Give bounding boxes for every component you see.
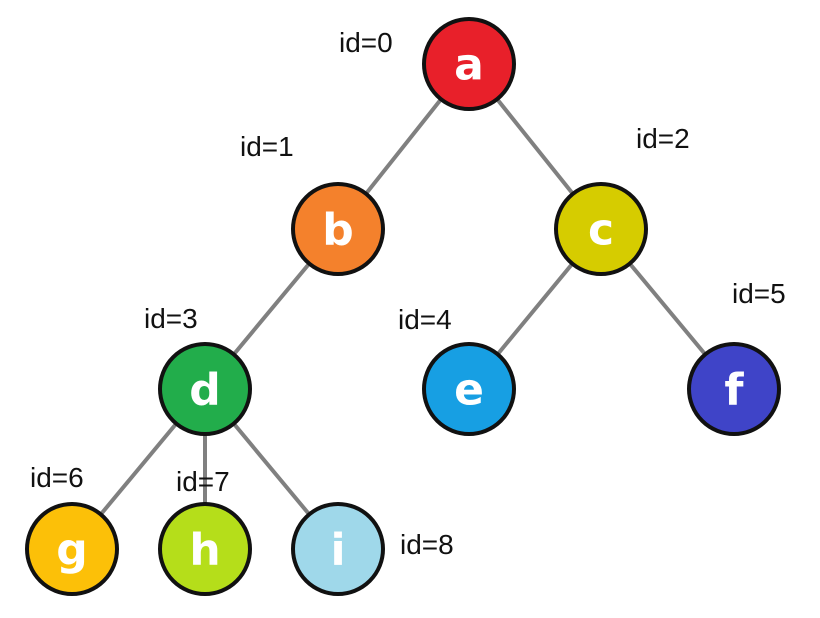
id-label-g: id=6 [30,462,84,493]
node-c: c [554,182,648,276]
node-circle-c [554,182,648,276]
node-circle-i [291,502,385,596]
node-i: i [291,502,385,596]
node-circle-a [422,17,516,111]
node-letter-g: g [56,525,88,576]
node-letter-f: f [724,365,744,416]
node-h: h [158,502,252,596]
node-circle-b [291,182,385,276]
node-f: f [687,342,781,436]
node-letter-c: c [588,205,614,256]
id-label-i: id=8 [400,529,454,560]
id-label-e: id=4 [398,304,452,335]
id-label-d: id=3 [144,303,198,334]
node-circle-d [158,342,252,436]
id-label-c: id=2 [636,123,690,154]
node-d: d [158,342,252,436]
node-letter-a: a [454,40,484,91]
id-label-b: id=1 [240,131,294,162]
node-letter-e: e [454,365,484,416]
node-a: a [422,17,516,111]
node-b: b [291,182,385,276]
id-label-f: id=5 [732,278,786,309]
node-letter-h: h [189,525,220,576]
id-label-h: id=7 [176,466,230,497]
node-g: g [25,502,119,596]
node-circle-h [158,502,252,596]
node-circle-e [422,342,516,436]
node-letter-b: b [322,205,354,256]
id-label-a: id=0 [339,27,393,58]
node-letter-i: i [330,525,345,576]
node-letter-d: d [189,365,221,416]
node-e: e [422,342,516,436]
id-labels-layer: id=0 id=1 id=2 id=3 id=4 id=5 id=6 id=7 id=8 [30,27,786,560]
node-circle-f [687,342,781,436]
nodes-layer: a b c d e f g h i [25,17,781,596]
node-circle-g [25,502,119,596]
